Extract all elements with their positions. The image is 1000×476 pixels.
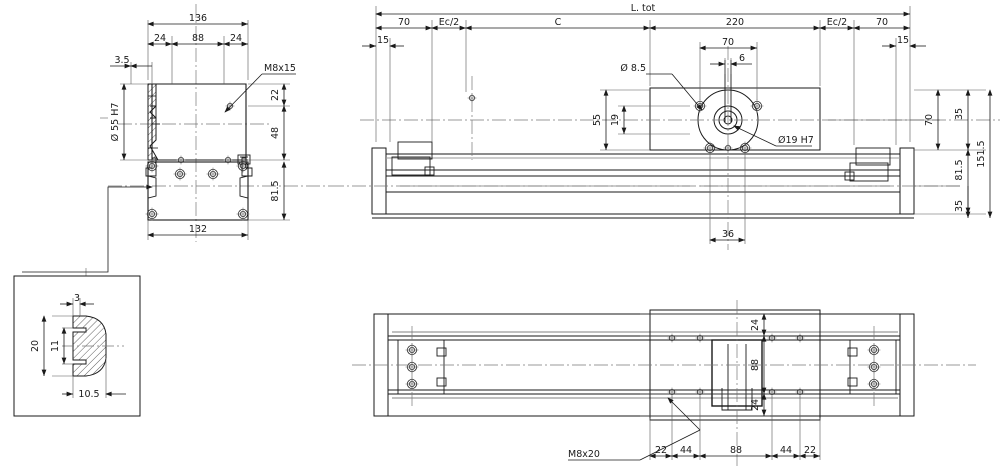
dim-front-bore-label: Ø 55 H7 — [110, 103, 121, 142]
dim-detail-slot-depth: 10.5 — [62, 389, 126, 400]
dim-elevation-body-height-label: 81.5 — [954, 159, 965, 180]
detail-leader-line — [22, 184, 153, 273]
dim-front-right-edge-label: 24 — [230, 33, 242, 44]
dim-elevation-end-right-label: 70 — [876, 17, 888, 28]
dim-elevation-endplate-left-label: 15 — [377, 35, 389, 46]
dim-elevation-endplate-right-label: 15 — [897, 35, 909, 46]
dim-front-base-width-label: 132 — [189, 224, 207, 235]
dim-front-flange-offset-label: 3.5 — [114, 55, 129, 66]
dim-elevation-endplate-left: 15 — [362, 35, 404, 49]
front-view-section-flange — [147, 83, 159, 161]
note-elevation-hole-label: Ø 8.5 — [620, 63, 646, 74]
detail-view: 3 20 11 10.5 — [13, 184, 153, 417]
dim-front-overall-width: 136 — [147, 13, 248, 27]
dim-detail-slot-inner-label: 11 — [50, 340, 61, 352]
dim-elevation-hub-height: 55 — [592, 89, 609, 150]
dim-elevation-hub-offset-label: 19 — [610, 114, 621, 126]
front-view-fasteners — [145, 101, 250, 221]
note-elevation-bore: Ø19 H7 — [733, 125, 814, 147]
plan-left-block — [397, 339, 447, 395]
dim-front-upper-height-label: 22 — [270, 89, 281, 101]
plan-centerlines — [352, 300, 976, 466]
dim-front-overall-width-label: 136 — [189, 13, 207, 24]
dim-plan-edge-top-label: 24 — [750, 319, 761, 331]
front-view-tslots — [147, 175, 249, 199]
dim-elevation-stroke-label: C — [555, 17, 562, 28]
elevation-extension-lines — [375, 6, 986, 244]
front-view-extension-lines — [120, 20, 290, 240]
note-plan-thread-label: M8x20 — [568, 449, 600, 460]
detail-tslot-profile — [62, 315, 124, 377]
dim-elevation-hub-pitch-label: 70 — [722, 37, 734, 48]
elevation-left-bracket — [391, 141, 435, 176]
dim-plan-width-label: 88 — [750, 359, 761, 371]
dim-elevation-hub-pitch: 70 — [699, 37, 757, 51]
dim-plan-pitch-4-label: 44 — [780, 445, 792, 456]
dim-elevation-top-margin-label: 35 — [954, 108, 965, 120]
dim-detail-slot-opening: 3 — [60, 293, 94, 307]
dim-front-flange-offset: 3.5 — [110, 55, 152, 69]
plan-view: 24 88 24 M8x20 22 44 88 44 22 — [352, 300, 976, 466]
elevation-view: L. tot 70 Ec/2 C 220 Ec/2 70 15 15 — [330, 3, 1000, 250]
note-front-thread-label: M8x15 — [264, 63, 296, 74]
dim-detail-slot-outer-label: 20 — [30, 340, 41, 352]
front-view-rail-pads — [145, 154, 253, 177]
dim-elevation-overall-height-label: 151.5 — [976, 140, 987, 167]
dim-plan-pitch-5-label: 22 — [804, 445, 816, 456]
dim-elevation-endplate-right: 15 — [882, 35, 926, 49]
dim-elevation-hub-offset: 19 — [610, 105, 627, 134]
dim-front-heights: 22 48 81.5 — [270, 83, 287, 220]
dim-elevation-bottom-margin-label: 35 — [954, 200, 965, 212]
dim-elevation-total-length: L. tot — [375, 3, 910, 17]
dim-elevation-gap-left-label: Ec/2 — [439, 17, 459, 28]
note-front-thread: M8x15 — [224, 63, 296, 113]
front-view: 136 24 88 24 3.5 Ø 55 H7 M8x15 — [100, 4, 330, 242]
dim-front-mid-height-label: 48 — [270, 127, 281, 139]
plan-right-block — [847, 339, 897, 395]
dim-detail-slot-outer: 20 — [30, 315, 47, 376]
dim-elevation-hub-height-label: 55 — [592, 114, 603, 126]
dim-elevation-foot-width: 36 — [709, 229, 745, 243]
elevation-hub-fasteners — [693, 99, 764, 155]
dim-elevation-chain: 70 Ec/2 C 220 Ec/2 70 — [375, 17, 910, 31]
note-elevation-bore-label: Ø19 H7 — [778, 135, 814, 146]
dim-plan-pitch-2-label: 44 — [680, 445, 692, 456]
dim-elevation-foot-width-label: 36 — [722, 229, 734, 240]
front-view-bore-contour — [150, 105, 160, 125]
plan-rail-shade — [392, 331, 898, 399]
dim-detail-slot-opening-label: 3 — [74, 293, 80, 304]
dim-front-base-width: 132 — [147, 224, 248, 238]
dim-elevation-carriage-label: 220 — [726, 17, 744, 28]
dim-detail-slot-depth-label: 10.5 — [78, 389, 99, 400]
dim-elevation-axis-height-label: 70 — [924, 114, 935, 126]
note-elevation-hole: Ø 8.5 — [620, 63, 703, 111]
front-view-centerlines — [108, 4, 330, 242]
dim-elevation-total-length-label: L. tot — [631, 3, 656, 14]
dim-elevation-keyway-label: 6 — [739, 53, 745, 64]
dim-detail-slot-inner: 11 — [50, 327, 67, 364]
detail-view-frame — [13, 275, 141, 417]
dim-elevation-gap-right-label: Ec/2 — [827, 17, 847, 28]
dim-elevation-vertical-chain: 35 81.5 35 70 151.5 — [924, 89, 993, 218]
dim-front-chain: 24 88 24 — [147, 33, 248, 47]
front-view-body — [147, 83, 249, 221]
elevation-hub-plate — [649, 87, 821, 151]
dim-elevation-end-left-label: 70 — [398, 17, 410, 28]
dim-front-center-span-label: 88 — [192, 33, 204, 44]
dim-front-bore: Ø 55 H7 — [100, 83, 127, 160]
dim-plan-edge-bottom-label: 24 — [750, 399, 761, 411]
dim-plan-hole-chain: 22 44 88 44 22 — [649, 445, 820, 459]
elevation-right-bracket — [844, 147, 891, 182]
dim-front-lower-height-label: 81.5 — [270, 180, 281, 201]
dim-plan-pitch-3-label: 88 — [730, 445, 742, 456]
dim-front-left-edge-label: 24 — [154, 33, 166, 44]
dim-plan-pitch-1-label: 22 — [655, 445, 667, 456]
elevation-rail-lines — [386, 157, 900, 187]
dim-elevation-keyway: 6 — [710, 53, 752, 67]
dim-plan-widths: 24 88 24 — [750, 313, 767, 416]
plan-extension-lines — [640, 313, 821, 460]
